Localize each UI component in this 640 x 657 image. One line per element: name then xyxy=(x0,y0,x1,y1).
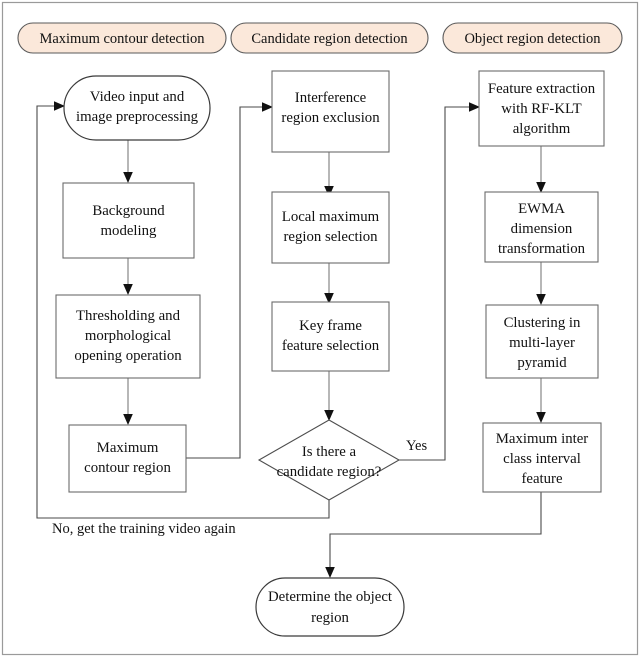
arrowhead-ewma-to-clustering xyxy=(536,294,546,305)
node-determine-line2: region xyxy=(311,610,349,626)
node-maximum-contour-region[interactable]: Maximum contour region xyxy=(68,424,187,493)
node-determine-shape xyxy=(255,577,405,637)
node-thresholding-shape xyxy=(55,294,201,379)
header-pill-label: Candidate region detection xyxy=(251,31,408,47)
header-pill-shape xyxy=(230,22,429,54)
arrowhead-maxcontour-to-interference xyxy=(262,102,273,112)
arrowhead-video-to-background xyxy=(123,172,133,183)
node-maximum-inter-class-line2: class interval xyxy=(503,451,581,467)
node-key-frame-line1: Key frame xyxy=(299,318,362,334)
node-decision-line1: Is there a xyxy=(302,444,357,460)
arrowhead-yes-to-feature-extraction xyxy=(469,102,480,112)
arrowhead-feature-to-ewma xyxy=(536,182,546,193)
node-maximum-contour-region-line1: Maximum xyxy=(97,440,159,456)
node-clustering-line1: Clustering in xyxy=(504,315,581,331)
arrowhead-no-to-video-input xyxy=(54,101,65,111)
node-feature-extraction-line3: algorithm xyxy=(513,121,571,137)
node-interference-line1: Interference xyxy=(295,90,367,106)
node-ewma-shape xyxy=(484,191,599,263)
node-thresholding-line2: morphological xyxy=(85,328,171,344)
header-pill-label: Object region detection xyxy=(464,31,601,47)
node-local-maximum-line2: region selection xyxy=(283,229,378,245)
node-key-frame-shape xyxy=(271,301,390,372)
node-maximum-inter-class-line1: Maximum inter xyxy=(496,431,589,447)
arrowhead-maxinter-to-determine xyxy=(325,567,335,578)
header-pill-shape xyxy=(17,22,227,54)
node-maximum-contour-region-shape xyxy=(68,424,187,493)
node-ewma-line1: EWMA xyxy=(518,201,565,217)
node-interference-line2: region exclusion xyxy=(281,110,380,126)
edge-decision-no-to-video-input xyxy=(36,105,330,519)
node-background-modeling-shape xyxy=(62,182,195,259)
node-clustering-multi-layer-pyramid[interactable]: Clustering in multi-layer pyramid xyxy=(485,304,599,379)
node-video-input-line1: Video input and xyxy=(90,89,185,105)
header-pill-label: Maximum contour detection xyxy=(39,31,205,47)
node-ewma-line3: transformation xyxy=(498,241,586,257)
header-pill-shape xyxy=(442,22,623,54)
header-pill-maximum-contour-detection[interactable]: Maximum contour detection xyxy=(17,22,227,54)
edge-label-no: No, get the training video again xyxy=(52,521,236,537)
node-feature-extraction-shape xyxy=(478,70,605,147)
node-maximum-contour-region-line2: contour region xyxy=(84,460,171,476)
arrowhead-clustering-to-maxinter xyxy=(536,412,546,423)
node-candidate-region-decision[interactable]: Is there a candidate region? xyxy=(257,419,401,501)
node-interference-region-exclusion[interactable]: Interference region exclusion xyxy=(271,70,390,153)
node-feature-extraction[interactable]: Feature extraction with RF-KLT algorithm xyxy=(478,70,605,147)
node-clustering-line2: multi-layer xyxy=(509,335,575,351)
node-video-input[interactable]: Video input and image preprocessing xyxy=(63,75,211,141)
node-background-modeling-line2: modeling xyxy=(101,223,157,239)
node-thresholding-line1: Thresholding and xyxy=(76,308,181,324)
node-ewma-dimension-transformation[interactable]: EWMA dimension transformation xyxy=(484,191,599,263)
node-local-maximum-region-selection[interactable]: Local maximum region selection xyxy=(271,191,390,264)
node-maximum-inter-class-interval-feature[interactable]: Maximum inter class interval feature xyxy=(482,422,602,493)
node-decision-line2: candidate region? xyxy=(277,464,382,480)
node-clustering-line3: pyramid xyxy=(517,355,567,371)
edge-decision-yes-to-feature-extraction xyxy=(399,106,473,461)
node-interference-region-exclusion-shape xyxy=(271,70,390,153)
node-local-maximum-shape xyxy=(271,191,390,264)
node-ewma-line2: dimension xyxy=(511,221,573,237)
edge-maxinter-to-determine xyxy=(329,492,542,570)
node-maximum-inter-class-shape xyxy=(482,422,602,493)
node-key-frame-line2: feature selection xyxy=(282,338,380,354)
node-feature-extraction-line1: Feature extraction xyxy=(488,81,596,97)
node-maximum-inter-class-line3: feature xyxy=(521,471,562,487)
node-thresholding-line3: opening operation xyxy=(74,348,182,364)
arrowhead-localmax-to-keyframe xyxy=(324,293,334,304)
arrowhead-thresholding-to-maxcontour xyxy=(123,414,133,425)
node-feature-extraction-line2: with RF-KLT xyxy=(501,101,581,117)
node-video-input-shape xyxy=(63,75,211,141)
edge-label-yes: Yes xyxy=(406,438,427,454)
edge-maxcontour-to-interference xyxy=(186,106,266,459)
node-key-frame-feature-selection[interactable]: Key frame feature selection xyxy=(271,301,390,372)
node-determine-object-region[interactable]: Determine the object region xyxy=(255,577,405,637)
header-pill-candidate-region-detection[interactable]: Candidate region detection xyxy=(230,22,429,54)
arrowhead-background-to-thresholding xyxy=(123,284,133,295)
node-thresholding[interactable]: Thresholding and morphological opening o… xyxy=(55,294,201,379)
node-video-input-line2: image preprocessing xyxy=(76,109,199,125)
node-local-maximum-line1: Local maximum xyxy=(282,209,380,225)
arrowhead-keyframe-to-decision xyxy=(324,410,334,421)
node-decision-shape xyxy=(257,419,401,501)
node-background-modeling-line1: Background xyxy=(92,203,165,219)
node-clustering-shape xyxy=(485,304,599,379)
header-pill-object-region-detection[interactable]: Object region detection xyxy=(442,22,623,54)
node-background-modeling[interactable]: Background modeling xyxy=(62,182,195,259)
node-determine-line1: Determine the object xyxy=(268,589,393,605)
